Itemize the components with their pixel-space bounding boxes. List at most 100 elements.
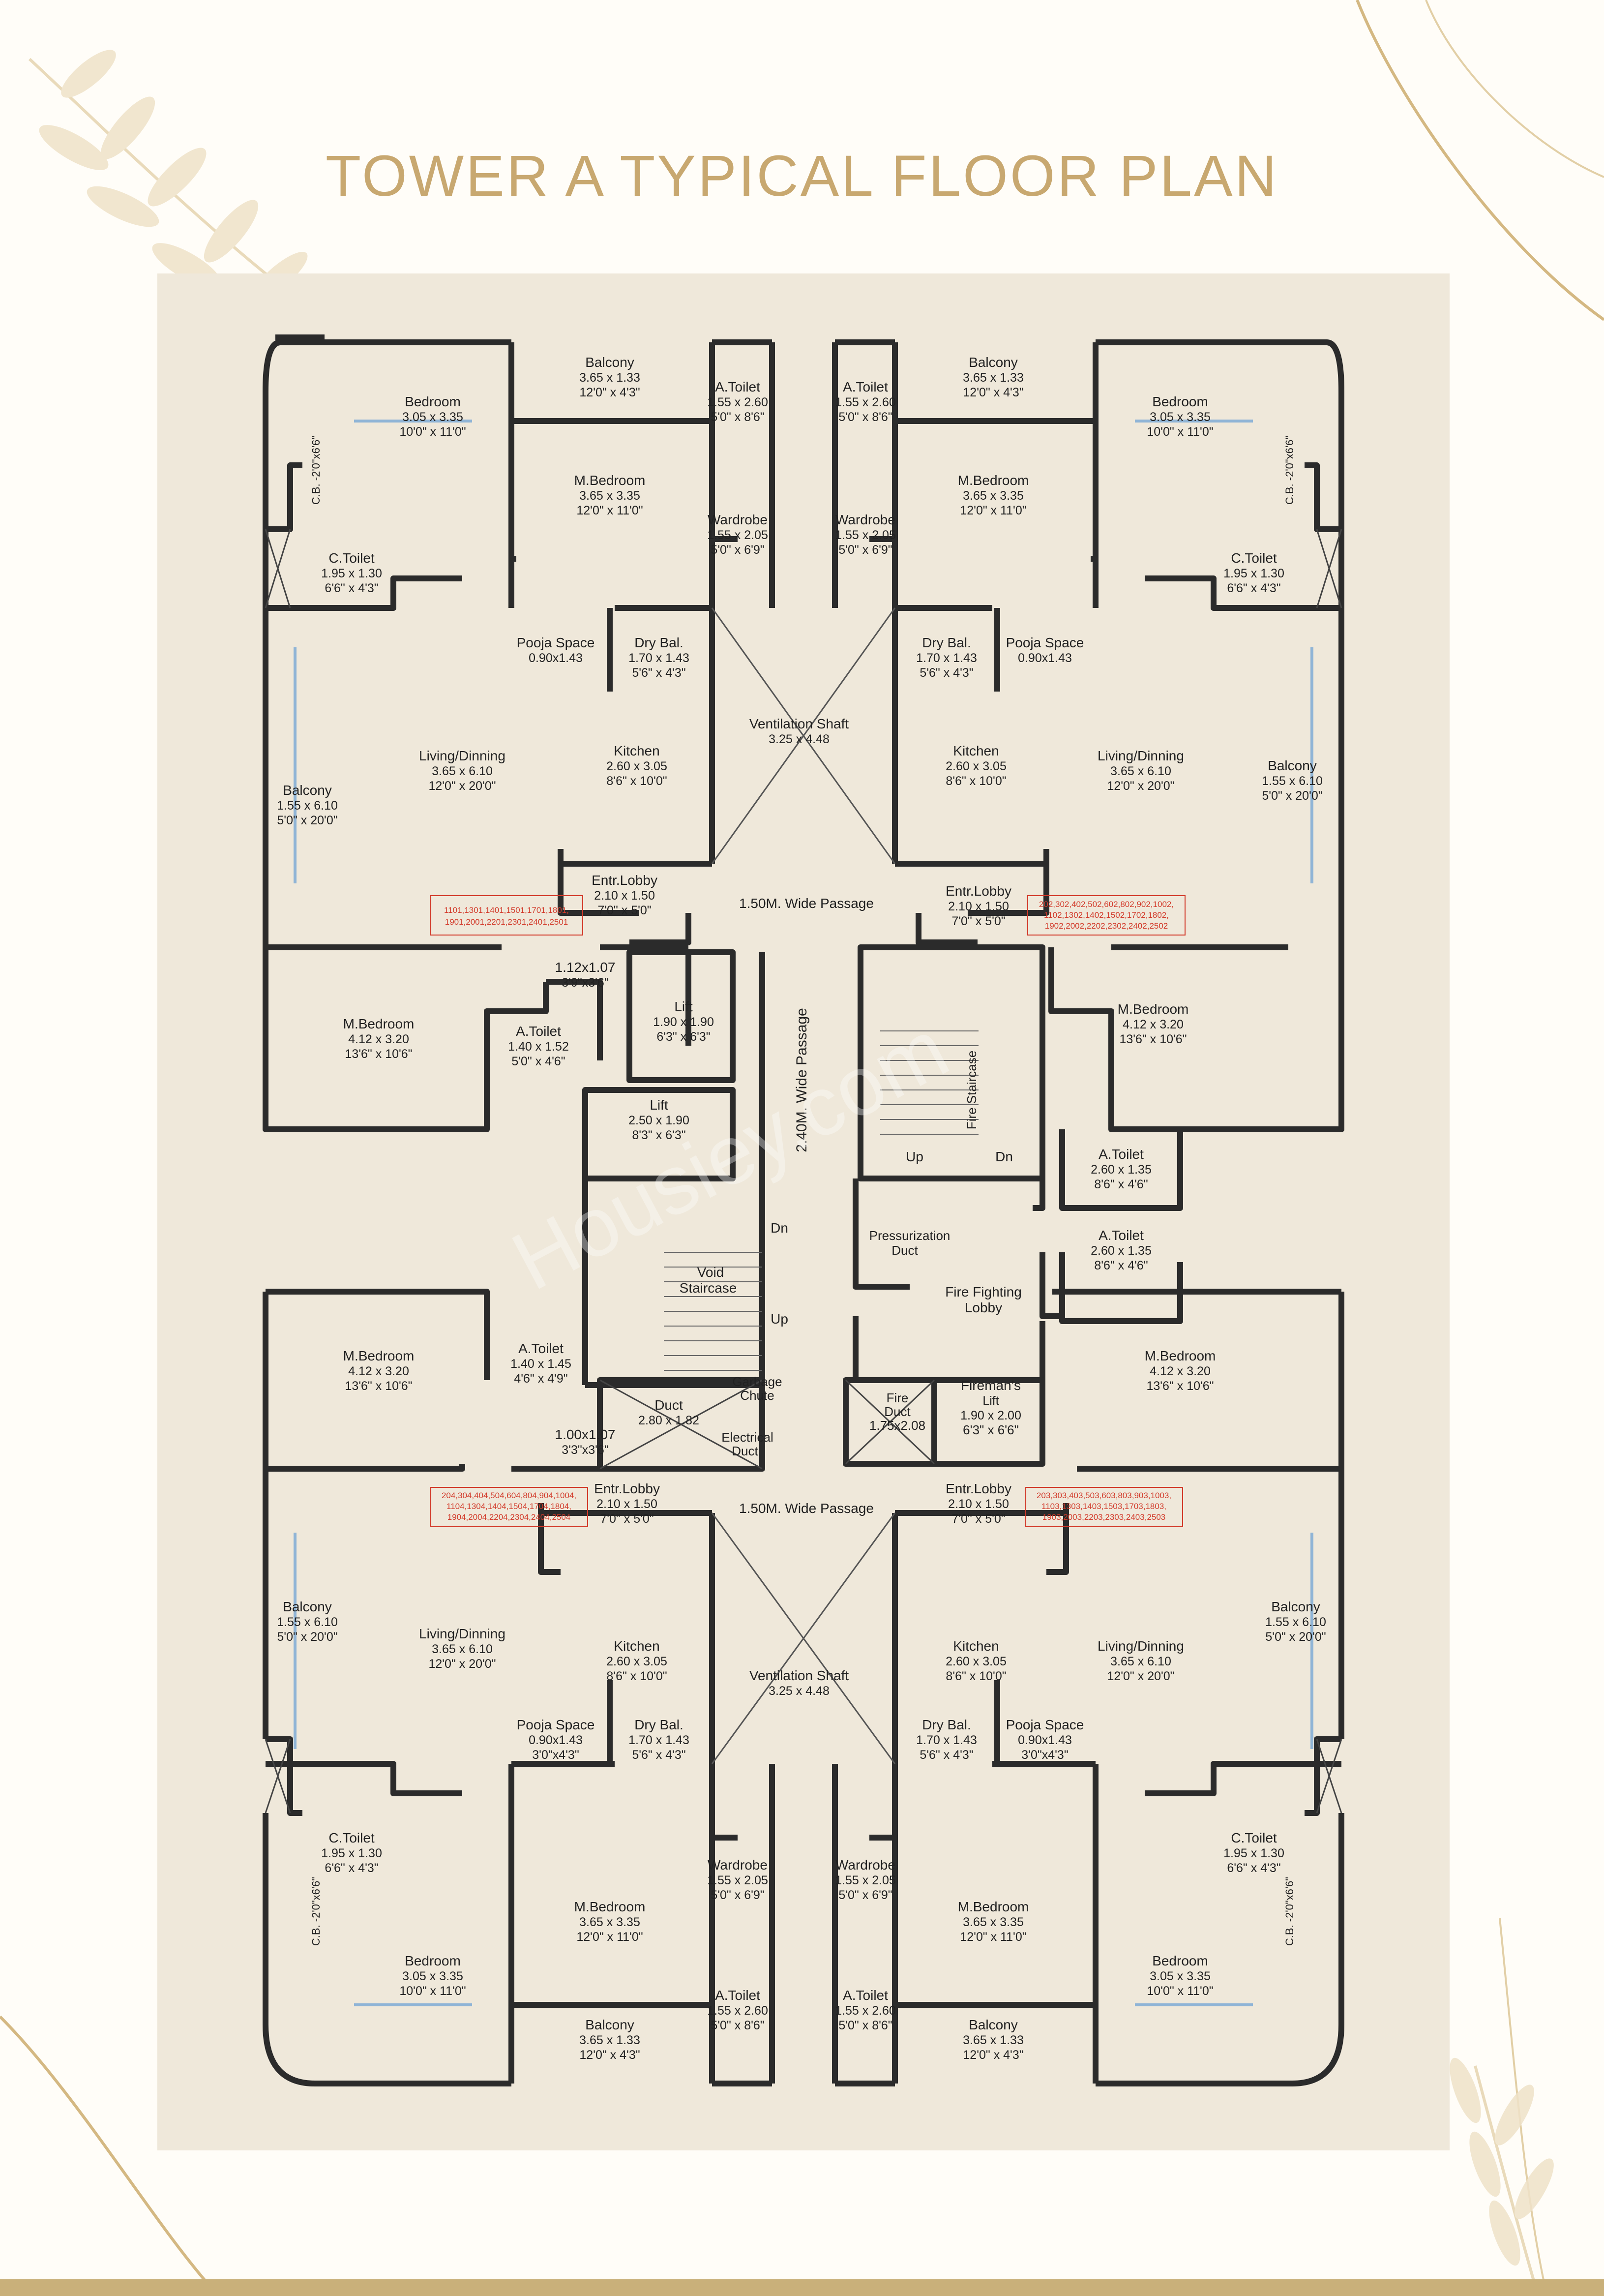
room-label-mr-mbedroom-name: M.Bedroom — [1118, 1001, 1189, 1017]
room-label-br-living-name: Living/Dinning — [1098, 1638, 1184, 1654]
dn-label-1: Dn — [995, 1149, 1013, 1164]
room-label-mr2-mbedroom-m: 4.12 x 3.20 — [1150, 1364, 1211, 1378]
room-label-firemans-lift-ft: 1.90 x 2.00 — [960, 1409, 1021, 1422]
room-label-bl-balcony-name: Balcony — [585, 2017, 634, 2032]
bottom-band — [0, 2279, 1604, 2296]
unit-numbers-br-3: 1903,2003,2203,2303,2403,2503 — [1042, 1512, 1166, 1522]
room-label-br-kitchen-ft: 8'6" x 10'0" — [946, 1669, 1006, 1683]
room-label-t-passage-name: 1.50M. Wide Passage — [739, 896, 874, 911]
room-label-tl-balcony-ft: 12'0" x 4'3" — [579, 386, 640, 399]
room-label-t-vent-name: Ventilation Shaft — [749, 716, 849, 731]
room-label-tr-entr-m: 2.10 x 1.50 — [948, 900, 1009, 913]
room-label-bl-mbedroom-ft: 12'0" x 11'0" — [576, 1930, 643, 1944]
room-label-ml-shaft-name: 1.12x1.07 — [555, 960, 616, 975]
room-label-br-wardrobe-m: 1.55 x 2.05 — [835, 1873, 896, 1887]
ventilation-shaft-top — [711, 607, 896, 864]
room-label-tr-living-name: Living/Dinning — [1098, 748, 1184, 763]
room-label-tr-atoilet-m: 1.55 x 2.60 — [835, 395, 896, 409]
room-label-tl-wardrobe-m: 1.55 x 2.05 — [707, 528, 768, 542]
room-label-bl-living-m: 3.65 x 6.10 — [432, 1642, 493, 1656]
room-label-tl-atoilet-ft: 5'0" x 8'6" — [711, 410, 764, 424]
room-label-bl-balcony-m: 3.65 x 1.33 — [579, 2033, 640, 2047]
room-label-tl-bedroom-ft: 10'0" x 11'0" — [399, 425, 466, 439]
staircase-lines — [664, 1030, 979, 1371]
room-label-bl-sidebal-m: 1.55 x 6.10 — [277, 1615, 338, 1629]
room-label-ml2-shaft-name: 1.00x1.07 — [555, 1427, 616, 1442]
room-label-mr-atoilet2-ft: 8'6" x 4'6" — [1094, 1259, 1148, 1272]
room-label-bl-drybal-name: Dry Bal. — [634, 1717, 683, 1732]
wall-top-left-curve — [263, 339, 281, 529]
room-label-tr-sidebal-m: 1.55 x 6.10 — [1262, 774, 1323, 788]
room-label-mr-atoilet1-m: 2.60 x 1.35 — [1091, 1163, 1152, 1177]
unit-numbers-bl-2: 1104,1304,1404,1504,1704,1804, — [446, 1502, 571, 1511]
room-label-tl-wardrobe-ft: 5'0" x 6'9" — [711, 543, 764, 557]
room-label-tl-entr-m: 2.10 x 1.50 — [594, 889, 655, 903]
room-label-bl-entr-name: Entr.Lobby — [594, 1481, 660, 1496]
garbage-chute-label-1: Garbage — [732, 1374, 782, 1389]
room-label-tr-bedroom-name: Bedroom — [1152, 394, 1208, 409]
room-label-tr-drybal-ft: 5'6" x 4'3" — [920, 666, 973, 680]
room-label-br-entr-name: Entr.Lobby — [946, 1481, 1011, 1496]
room-label-bl-atoilet-m: 1.55 x 2.60 — [707, 2004, 768, 2018]
room-label-duct-name: Duct — [654, 1397, 683, 1413]
room-label-b-vent-m: 3.25 x 4.48 — [769, 1684, 830, 1698]
room-label-bl-pooja-ft: 3'0"x4'3" — [532, 1748, 579, 1762]
room-label-br-mbedroom-name: M.Bedroom — [958, 1899, 1029, 1914]
room-label-tl-living-ft: 12'0" x 20'0" — [428, 779, 496, 793]
room-label-br-living-ft: 12'0" x 20'0" — [1107, 1669, 1174, 1683]
room-label-ml-mbedroom-m: 4.12 x 3.20 — [348, 1032, 409, 1046]
room-label-bl-kitchen-m: 2.60 x 3.05 — [606, 1655, 667, 1668]
room-label-tr-living-m: 3.65 x 6.10 — [1110, 764, 1171, 778]
void-label: Void — [697, 1265, 724, 1280]
room-label-bl-kitchen-name: Kitchen — [614, 1638, 659, 1654]
room-label-br-bedroom-ft: 10'0" x 11'0" — [1147, 1984, 1213, 1998]
room-label-br-sidebal-m: 1.55 x 6.10 — [1265, 1615, 1326, 1629]
room-label-tr-mbedroom-m: 3.65 x 3.35 — [963, 489, 1024, 503]
room-label-br-ctoilet-name: C.Toilet — [1231, 1830, 1277, 1845]
room-label-bl-bedroom-ft: 10'0" x 11'0" — [399, 1984, 466, 1998]
room-label-bl-living-name: Living/Dinning — [419, 1626, 505, 1641]
room-label-br-atoilet-name: A.Toilet — [843, 1988, 888, 2003]
room-label-br-sidebal-name: Balcony — [1271, 1599, 1320, 1614]
unit-numbers-tr-3: 1902,2002,2202,2302,2402,2502 — [1045, 921, 1168, 931]
windows — [294, 420, 1313, 2006]
unit-numbers-br-1: 203,303,403,503,603,803,903,1003, — [1037, 1491, 1171, 1500]
room-label-mr-atoilet2-name: A.Toilet — [1099, 1228, 1144, 1243]
unit-numbers-br-2: 1103,1303,1403,1503,1703,1803, — [1041, 1502, 1166, 1511]
room-label-tr-mbedroom-ft: 12'0" x 11'0" — [960, 504, 1026, 517]
bottom-left-curve-line — [0, 2015, 208, 2283]
room-label-tr-wardrobe-m: 1.55 x 2.05 — [835, 528, 896, 542]
duct-crosses — [265, 529, 1342, 1813]
room-label-tl-entr-ft: 7'0" x 5'0" — [597, 904, 651, 917]
room-label-br-drybal-m: 1.70 x 1.43 — [916, 1733, 977, 1747]
room-label-tr-drybal-name: Dry Bal. — [922, 635, 971, 650]
room-label-tl-pooja-name: Pooja Space — [517, 635, 595, 650]
room-label-bl-bedroom-m: 3.05 x 3.35 — [402, 1969, 463, 1983]
room-label-ml-mbedroom-name: M.Bedroom — [343, 1016, 415, 1031]
room-label-tr-bedroom-m: 3.05 x 3.35 — [1150, 410, 1211, 424]
electrical-duct-label-1: Electrical — [721, 1430, 773, 1445]
room-label-bl-atoilet-ft: 5'0" x 8'6" — [711, 2019, 764, 2032]
room-label-br-atoilet-m: 1.55 x 2.60 — [835, 2004, 896, 2018]
room-label-tr-balcony-ft: 12'0" x 4'3" — [963, 386, 1023, 399]
room-label-ml2-mbedroom-name: M.Bedroom — [343, 1348, 415, 1363]
room-label-mr-atoilet1-ft: 8'6" x 4'6" — [1094, 1178, 1148, 1191]
room-label-tl-living-name: Living/Dinning — [419, 748, 505, 763]
room-label-tl-mbedroom-m: 3.65 x 3.35 — [579, 489, 640, 503]
room-label-firemans-lift-name: Fireman's — [961, 1378, 1021, 1393]
room-label-bl-living-ft: 12'0" x 20'0" — [428, 1657, 496, 1671]
room-label-tr-drybal-m: 1.70 x 1.43 — [916, 651, 977, 665]
room-label-br-sidebal-ft: 5'0" x 20'0" — [1265, 1630, 1326, 1644]
room-label-lift1-ft: 6'3" x 6'3" — [656, 1030, 710, 1044]
room-label-br-kitchen-m: 2.60 x 3.05 — [946, 1655, 1007, 1668]
pressurization-label-1: Pressurization — [869, 1228, 951, 1243]
room-label-ml2-atoilet-m: 1.40 x 1.45 — [510, 1357, 571, 1371]
unit-numbers-bl-3: 1904,2004,2204,2304,2404,2504 — [447, 1512, 571, 1522]
room-label-tr-ctoilet-m: 1.95 x 1.30 — [1223, 567, 1284, 580]
room-label-tl-atoilet-name: A.Toilet — [715, 379, 760, 394]
room-label-bl-sidebal-ft: 5'0" x 20'0" — [277, 1630, 337, 1644]
room-label-tl-pooja-m: 0.90x1.43 — [529, 651, 583, 665]
room-label-br-pooja-name: Pooja Space — [1006, 1717, 1084, 1732]
up-label-1: Up — [906, 1149, 923, 1164]
room-label-br-bedroom-m: 3.05 x 3.35 — [1150, 1969, 1211, 1983]
